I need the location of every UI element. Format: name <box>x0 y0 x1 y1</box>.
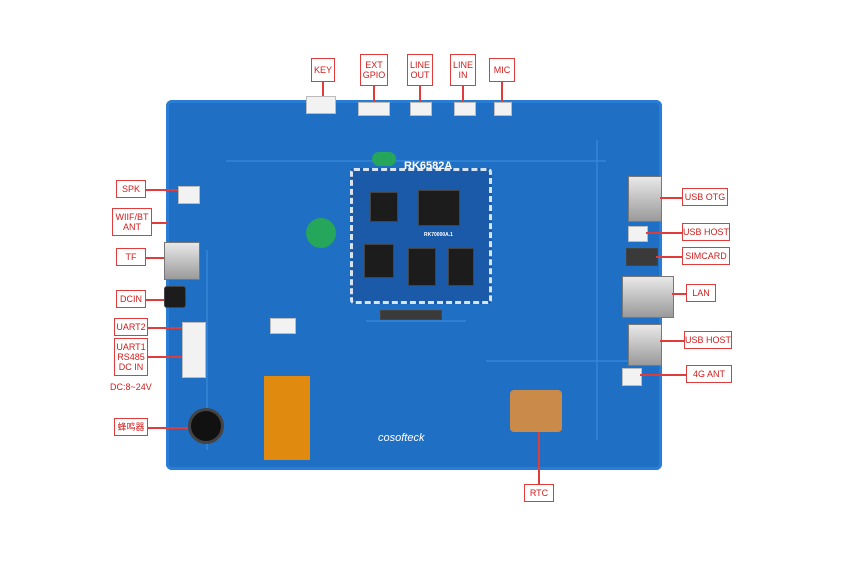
callout-usb-otg-text: USB OTG <box>684 192 726 202</box>
ram-chip <box>408 248 436 286</box>
callout-lan: LAN <box>686 284 716 302</box>
callout-wifi-bt: WIIF/BT ANT <box>112 208 152 236</box>
dc-range-text: DC:8~24V <box>110 382 152 392</box>
qc-sticker <box>306 218 336 248</box>
usb-host-header <box>628 226 648 242</box>
callout-wifi-bt-text: WIIF/BT ANT <box>115 212 149 232</box>
callout-leader <box>373 86 375 102</box>
lcd-connector <box>270 318 296 334</box>
callout-leader <box>672 293 686 295</box>
ram-chip <box>448 248 474 286</box>
mic-connector <box>494 102 512 116</box>
buzzer <box>188 408 224 444</box>
callout-simcard-text: SIMCARD <box>685 251 727 261</box>
gpio-header <box>358 102 390 116</box>
callout-buzzer-text: 蜂鸣器 <box>117 422 145 432</box>
callout-usb-host-1-text: USB HOST <box>683 227 730 237</box>
board-model-text: RK6582A <box>404 160 453 172</box>
callout-leader <box>146 189 178 191</box>
callout-leader <box>419 86 421 102</box>
pcb-trace <box>366 320 466 322</box>
lcd-flex-cable <box>264 376 310 460</box>
callout-leader <box>148 327 182 329</box>
sim-card-slot <box>626 248 658 266</box>
callout-line-out-text: LINE OUT <box>409 60 430 80</box>
rtc-battery-holder <box>510 390 562 432</box>
callout-tf-text: TF <box>125 252 137 262</box>
callout-uart2-text: UART2 <box>116 322 146 332</box>
line-in-connector <box>454 102 476 116</box>
callout-leader <box>146 299 164 301</box>
callout-ext-gpio-text: EXT GPIO <box>362 60 386 80</box>
callout-uart1-rs485-dcin: UART1 RS485 DC IN <box>114 338 148 376</box>
speaker-connector <box>178 186 200 204</box>
callout-line-out: LINE OUT <box>407 54 433 86</box>
callout-leader <box>656 256 682 258</box>
callout-4g-ant: 4G ANT <box>686 365 732 383</box>
callout-line-in-text: LINE IN <box>452 60 473 80</box>
callout-spk-text: SPK <box>121 184 140 194</box>
callout-rtc: RTC <box>524 484 554 502</box>
callout-leader <box>322 82 324 96</box>
callout-dcin: DCIN <box>116 290 146 308</box>
callout-uart2: UART2 <box>114 318 148 336</box>
callout-uart1-rs485-dcin-text: UART1 RS485 DC IN <box>116 342 146 372</box>
callout-leader <box>538 432 540 484</box>
callout-buzzer: 蜂鸣器 <box>114 418 148 436</box>
key-connector <box>306 96 336 114</box>
callout-usb-host-1: USB HOST <box>682 223 730 241</box>
callout-mic: MIC <box>489 58 515 82</box>
pcb-trace <box>226 160 606 162</box>
callout-spk: SPK <box>116 180 146 198</box>
callout-leader <box>148 427 188 429</box>
callout-key: KEY <box>311 58 335 82</box>
callout-dcin-text: DCIN <box>120 294 142 304</box>
pcb-trace <box>486 360 636 362</box>
dc-jack <box>164 286 186 308</box>
4g-antenna-connector <box>622 368 642 386</box>
callout-leader <box>146 257 164 259</box>
callout-rtc-text: RTC <box>529 488 549 498</box>
uart-header <box>182 322 206 378</box>
callout-usb-host-2-text: USB HOST <box>685 335 732 345</box>
callout-mic-text: MIC <box>493 65 511 75</box>
callout-leader <box>660 340 684 342</box>
chip-marking-text: RK70000A.1 <box>424 232 453 238</box>
usb-host-port <box>628 324 662 366</box>
ram-chip <box>364 244 394 278</box>
fpc-connector <box>380 310 442 320</box>
callout-leader <box>660 197 682 199</box>
callout-leader <box>152 222 168 224</box>
callout-lan-text: LAN <box>692 288 710 298</box>
callout-ext-gpio: EXT GPIO <box>360 54 388 86</box>
callout-leader <box>640 374 686 376</box>
pmic-chip <box>370 192 398 222</box>
line-out-connector <box>410 102 432 116</box>
callout-usb-otg: USB OTG <box>682 188 728 206</box>
lan-port <box>622 276 674 318</box>
qc-sticker <box>372 152 396 166</box>
pcb-trace <box>206 250 208 450</box>
tf-card-slot <box>164 242 200 280</box>
soc-chip <box>418 190 460 226</box>
brand-text: cosofteck <box>378 432 425 444</box>
pcb-trace <box>596 140 598 440</box>
callout-4g-ant-text: 4G ANT <box>692 369 725 379</box>
callout-key-text: KEY <box>313 65 332 75</box>
callout-leader <box>501 82 503 102</box>
callout-leader <box>462 86 464 102</box>
callout-usb-host-2: USB HOST <box>684 331 732 349</box>
callout-tf: TF <box>116 248 146 266</box>
callout-leader <box>148 356 182 358</box>
usb-otg-port <box>628 176 662 222</box>
callout-simcard: SIMCARD <box>682 247 730 265</box>
callout-leader <box>646 232 682 234</box>
callout-line-in: LINE IN <box>450 54 476 86</box>
